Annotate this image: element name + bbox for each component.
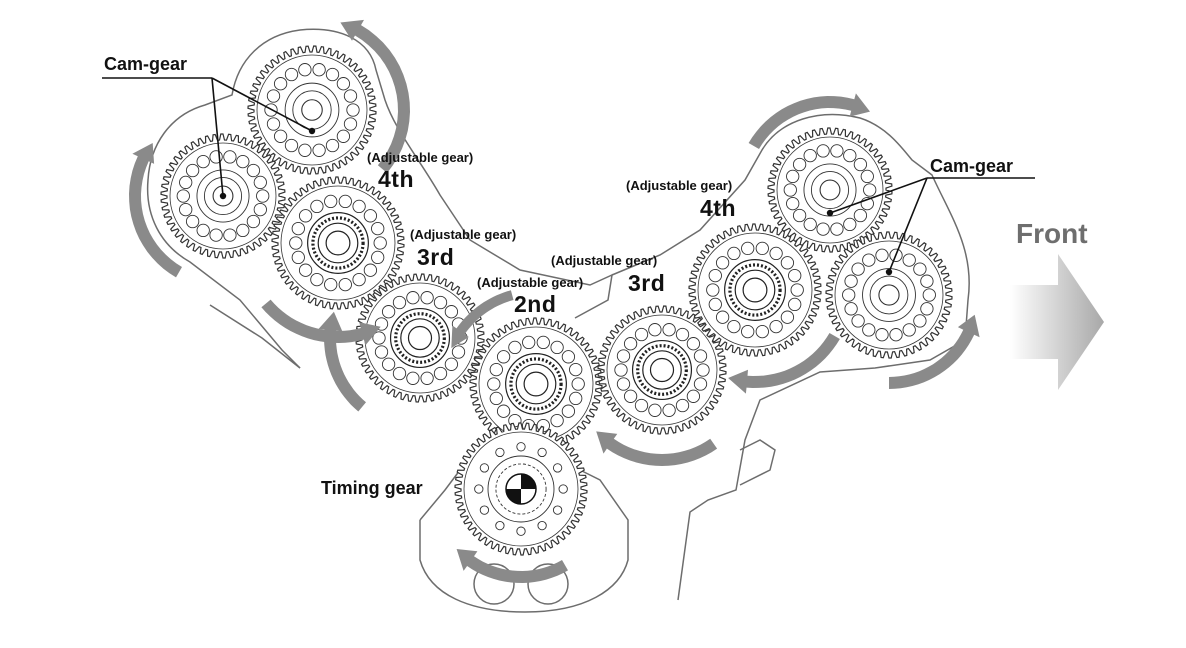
crankshaft-timing-mark — [505, 473, 537, 505]
adjustable-gear-4th-left — [271, 176, 405, 310]
engine-housing-outline — [146, 28, 970, 613]
cam-gear-left-upper — [247, 45, 377, 175]
cam-gear-left-top-dot — [308, 127, 316, 135]
cam-gear-left-label: Cam-gear — [104, 54, 188, 74]
cam-gear-right-top-dot — [826, 209, 834, 217]
timing-gear-label: Timing gear — [321, 478, 423, 498]
adjustable-gear-3rd-right — [597, 305, 727, 435]
rotation-arrow-4th-right — [728, 333, 840, 394]
front-label: Front — [1016, 218, 1088, 249]
adjustable-gear-3rd-left-note: (Adjustable gear) — [410, 227, 517, 242]
cam-gear-left-bottom-dot — [219, 192, 227, 200]
rotation-arrow-timing — [456, 549, 568, 583]
front-direction-arrow — [1010, 254, 1104, 390]
cam-gear-left-lower — [160, 133, 286, 259]
adjustable-gear-3rd-left — [355, 273, 485, 403]
cam-gear-right-leader-top — [829, 177, 928, 214]
rotation-arrow-cam-right-lower — [889, 314, 980, 389]
adjustable-gear-4th-right-number: 4th — [700, 195, 736, 221]
cam-gear-left-leader-bottom — [211, 77, 224, 197]
rotation-arrow-cam-left-lower — [129, 143, 182, 278]
cam-gear-right-bottom-dot — [885, 268, 893, 276]
rotation-arrow-3rd-right — [596, 431, 718, 466]
rotation-arrow-cam-right-upper — [748, 93, 870, 149]
adjustable-gear-3rd-right-note: (Adjustable gear) — [551, 253, 658, 268]
adjustable-gear-2nd-note: (Adjustable gear) — [477, 275, 584, 290]
adjustable-gear-4th-left-note: (Adjustable gear) — [367, 150, 474, 165]
adjustable-gear-2nd — [469, 317, 603, 451]
rotation-arrow-cam-left-upper — [340, 19, 410, 174]
cam-gear-right-label: Cam-gear — [930, 156, 1014, 176]
cam-gear-left-leader-top — [211, 77, 313, 132]
adjustable-gear-3rd-right-number: 3rd — [628, 270, 666, 296]
cam-gear-right-lower — [825, 231, 953, 359]
cam-gear-right-upper — [767, 127, 893, 253]
adjustable-gear-4th-right — [688, 223, 822, 357]
adjustable-gear-4th-right-note: (Adjustable gear) — [626, 178, 733, 193]
rotation-arrow-4th-left — [261, 299, 381, 346]
adjustable-gear-2nd-number: 2nd — [514, 291, 557, 317]
rotation-arrow-2nd — [451, 290, 514, 349]
adjustable-gear-4th-left-number: 4th — [378, 166, 414, 192]
adjustable-gear-3rd-left-number: 3rd — [417, 244, 455, 270]
cam-gear-right-leader-bottom — [888, 177, 928, 273]
rotation-arrow-3rd-left — [318, 311, 366, 412]
